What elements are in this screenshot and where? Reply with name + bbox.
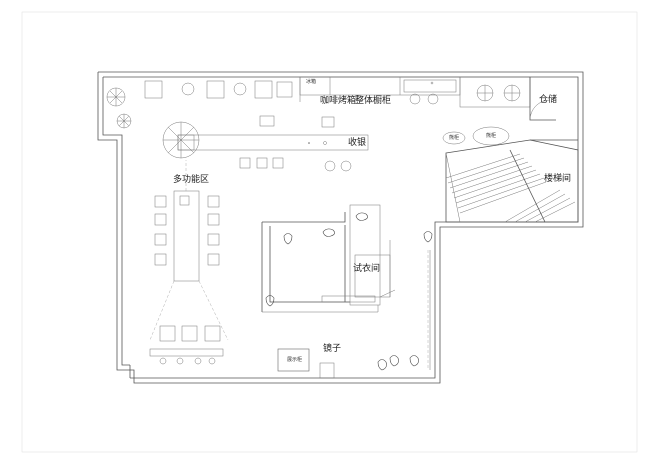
fridge-label: 冰箱	[306, 79, 317, 85]
page-border	[21, 11, 638, 453]
seating-top	[144, 80, 293, 99]
outer-walls	[97, 71, 584, 384]
plant-icon	[476, 84, 521, 102]
cabinet-label: 整体橱柜	[355, 96, 392, 106]
storage-label: 仓储	[539, 95, 558, 105]
coffee-label: 咖啡	[320, 96, 339, 106]
fitting-room	[354, 240, 396, 298]
bottom-left-furniture	[149, 325, 224, 365]
multifunction-label: 多功能区	[173, 175, 210, 185]
stools	[239, 157, 352, 172]
mannequin-icon	[265, 212, 433, 371]
center-display	[261, 204, 381, 313]
multifunction-area	[149, 160, 229, 341]
staircase	[445, 139, 579, 223]
plant-icon	[162, 121, 200, 159]
plant-icon	[106, 87, 132, 129]
display-cabinets	[442, 126, 510, 146]
cashier-counter	[177, 134, 369, 151]
stairs-label: 楼梯间	[544, 174, 572, 184]
storage-room	[529, 77, 578, 141]
mirror-label: 镜子	[323, 344, 342, 354]
shelf-label: 展示柜	[287, 357, 303, 363]
display-cabinet-label-2: 熊柜	[486, 133, 497, 139]
fitting-room-label: 试衣间	[353, 264, 381, 274]
oven-label: 烤箱	[338, 96, 357, 106]
cashier-label: 收银	[348, 138, 367, 148]
right-wall-display	[427, 250, 431, 370]
display-cabinet-label-1: 熊柜	[449, 135, 460, 141]
mirror-area	[277, 348, 335, 379]
